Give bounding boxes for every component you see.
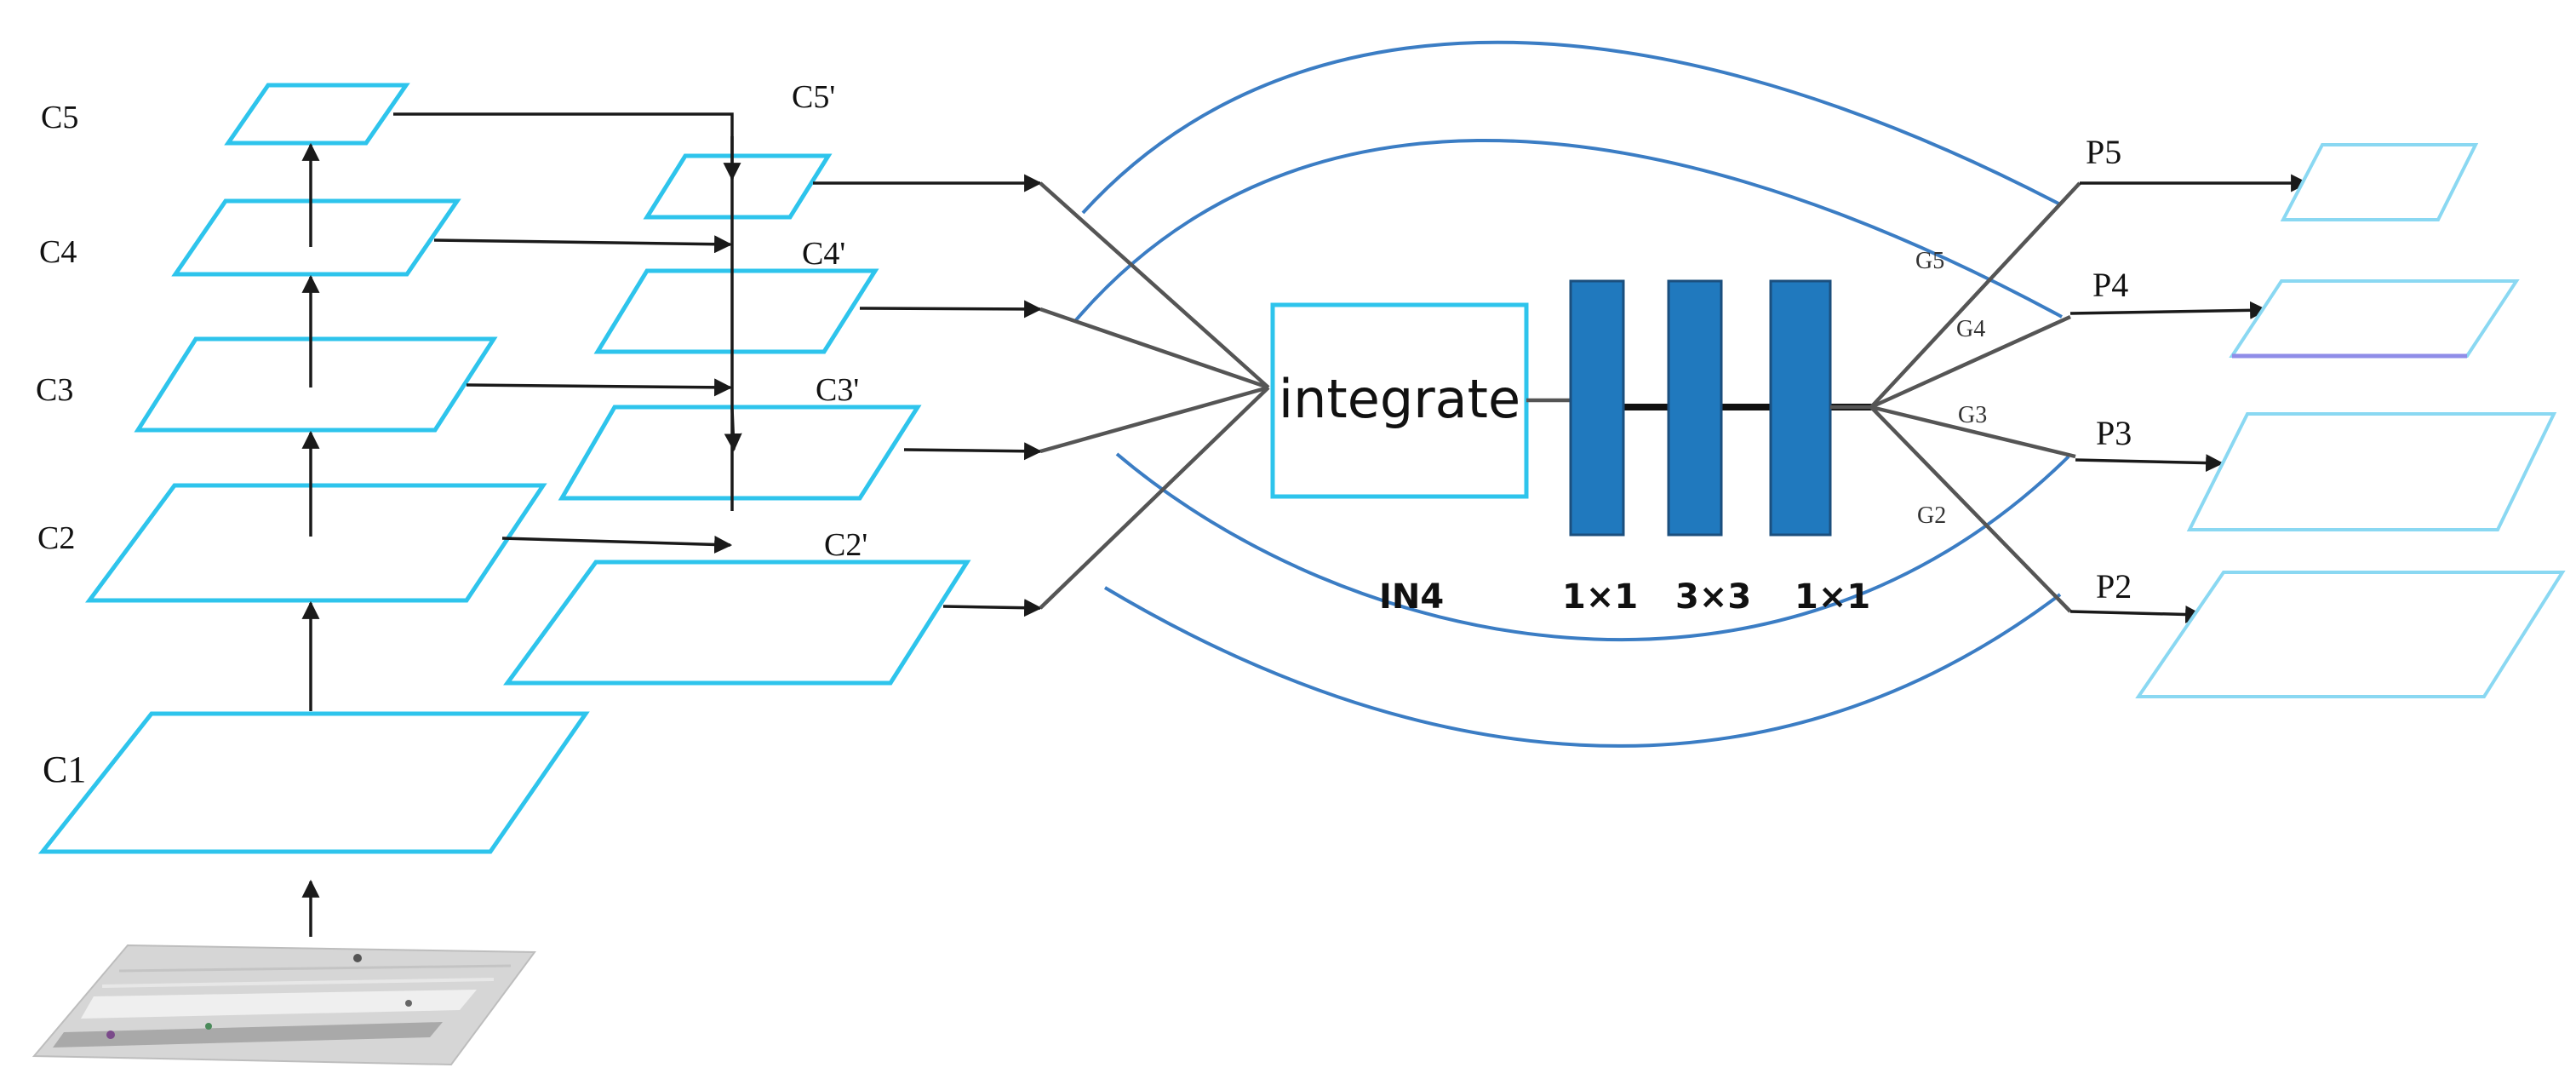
output-plane-p2 bbox=[2135, 571, 2566, 698]
arrow-c2p-out bbox=[942, 599, 1043, 617]
label-c4: C4 bbox=[39, 234, 77, 270]
arrow-c3-to-c3p bbox=[466, 378, 733, 397]
lateral-plane-c5p bbox=[643, 153, 833, 220]
lateral-plane-c4p bbox=[593, 268, 879, 354]
fan-in-c3p bbox=[1039, 385, 1269, 454]
label-g2: G2 bbox=[1917, 502, 1946, 529]
fan-out-p5 bbox=[1830, 181, 2081, 410]
label-c4p: C4' bbox=[802, 236, 845, 272]
skip-curve-1 bbox=[1081, 40, 2061, 215]
label-c3p: C3' bbox=[816, 372, 859, 408]
skip-curve-4 bbox=[1103, 586, 2062, 748]
conv-label-3: 1×1 bbox=[1795, 577, 1870, 617]
output-plane-p4 bbox=[2229, 279, 2520, 358]
label-p2: P2 bbox=[2096, 567, 2132, 606]
label-g3: G3 bbox=[1958, 402, 1987, 428]
arrow-p3-out bbox=[2075, 454, 2224, 473]
output-plane-p5 bbox=[2280, 143, 2479, 221]
label-c2p: C2' bbox=[824, 527, 867, 563]
fan-in-c4p bbox=[1039, 307, 1269, 390]
label-c5: C5 bbox=[41, 100, 78, 135]
module-label: IN4 bbox=[1379, 577, 1444, 617]
arrow-c3p-out bbox=[903, 442, 1043, 461]
label-p4: P4 bbox=[2092, 266, 2128, 304]
backbone-plane-c3 bbox=[134, 336, 498, 433]
arrow-c4-to-c4p bbox=[433, 235, 733, 254]
conv-label-2: 3×3 bbox=[1675, 577, 1751, 617]
label-g5: G5 bbox=[1915, 248, 1944, 274]
conv-block-1x1-a bbox=[1569, 279, 1625, 537]
skip-curve-2 bbox=[1073, 138, 2063, 324]
conv-block-3x3 bbox=[1667, 279, 1723, 537]
label-p5: P5 bbox=[2086, 133, 2121, 171]
label-g4: G4 bbox=[1956, 316, 1985, 342]
label-c1: C1 bbox=[43, 749, 86, 790]
conv-block-1x1-b bbox=[1769, 279, 1832, 537]
lateral-plane-c2p bbox=[503, 560, 971, 686]
label-c5p: C5' bbox=[792, 79, 835, 115]
arrow-p4-out bbox=[2069, 301, 2269, 319]
label-c2: C2 bbox=[37, 520, 75, 556]
fan-out-p2 bbox=[1869, 405, 2072, 613]
integrate-label: integrate bbox=[1279, 368, 1520, 430]
skip-curve-3 bbox=[1115, 452, 2070, 641]
arrow-c4p-out bbox=[859, 300, 1043, 319]
fan-out-p3 bbox=[1870, 405, 2076, 459]
arrow-p2-out bbox=[2069, 606, 2204, 624]
backbone-plane-c4 bbox=[171, 198, 461, 277]
conv-label-1: 1×1 bbox=[1562, 577, 1638, 617]
backbone-plane-c5 bbox=[224, 83, 410, 146]
label-p3: P3 bbox=[2096, 414, 2132, 452]
fan-out-p4 bbox=[1870, 314, 2071, 410]
label-c3: C3 bbox=[36, 372, 73, 408]
lateral-plane-c3p bbox=[558, 405, 922, 501]
backbone-plane-c2 bbox=[85, 483, 547, 603]
fan-in-c5p bbox=[1039, 181, 1270, 389]
arrow-topdown-c3p bbox=[724, 408, 742, 452]
backbone-plane-c1 bbox=[37, 711, 590, 854]
input-image bbox=[31, 944, 536, 1066]
output-plane-p3 bbox=[2186, 412, 2557, 531]
fan-in-c2p bbox=[1039, 386, 1270, 610]
arrow-c2-to-c2p bbox=[501, 535, 733, 554]
